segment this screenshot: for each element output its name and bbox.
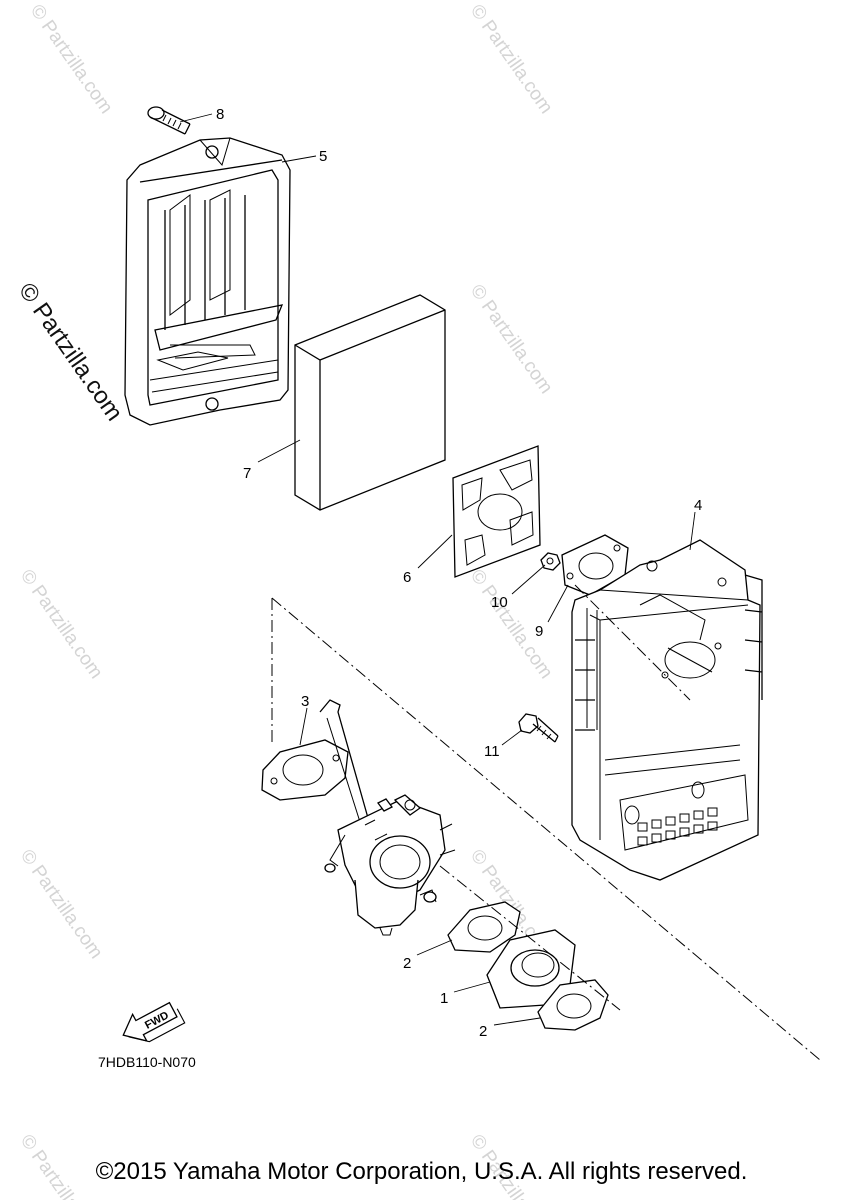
- part-5-air-cleaner-case: [124, 137, 291, 426]
- callout-2-lower: 2: [479, 1023, 487, 1040]
- part-2-gasket-lower: [537, 979, 609, 1031]
- callout-7: 7: [243, 465, 251, 482]
- part-11-bolt: [518, 713, 559, 743]
- diagram-code: 7HDB110-N070: [98, 1054, 196, 1070]
- callout-11: 11: [484, 743, 500, 760]
- callout-6: 6: [403, 569, 411, 586]
- watermark: © Partzilla.com: [466, 1, 557, 118]
- part-4-case: [571, 539, 763, 881]
- callout-leader-lines: [179, 113, 696, 1026]
- callout-3: 3: [301, 693, 309, 710]
- callout-9: 9: [535, 623, 543, 640]
- part-1-joint: [486, 929, 576, 1009]
- callout-8: 8: [216, 106, 224, 123]
- callout-2-upper: 2: [403, 955, 411, 972]
- callout-labels: 8 5 7 6 4 10 9 3 11 2 1 2: [216, 106, 702, 1040]
- watermark: © Partzilla.com: [466, 281, 557, 398]
- fwd-label: FWD: [143, 1009, 171, 1031]
- carburetor-assembly: [319, 699, 456, 936]
- watermark: © Partzilla.com: [16, 566, 107, 683]
- callout-4: 4: [694, 497, 702, 514]
- part-10-nut: [540, 552, 561, 571]
- callout-10: 10: [491, 594, 508, 611]
- case-grille: [637, 807, 718, 846]
- part-8-screw: [147, 106, 191, 135]
- watermark: © Partzilla.com: [16, 846, 107, 963]
- fwd-arrow-icon: FWD: [122, 1001, 186, 1043]
- part-2-gasket-upper: [447, 901, 521, 953]
- part-7-element: [294, 294, 446, 511]
- part-9-gasket: [561, 534, 629, 596]
- callout-5: 5: [319, 148, 327, 165]
- part-3-gasket: [261, 739, 349, 801]
- watermark: © Partzilla.com: [26, 1, 117, 118]
- copyright-notice: ©2015 Yamaha Motor Corporation, U.S.A. A…: [95, 1158, 748, 1185]
- watermark-primary: © Partzilla.com: [13, 278, 128, 426]
- assembly-guide-lines: [271, 584, 821, 1061]
- callout-1: 1: [440, 990, 448, 1007]
- part-6-gasket: [452, 445, 541, 578]
